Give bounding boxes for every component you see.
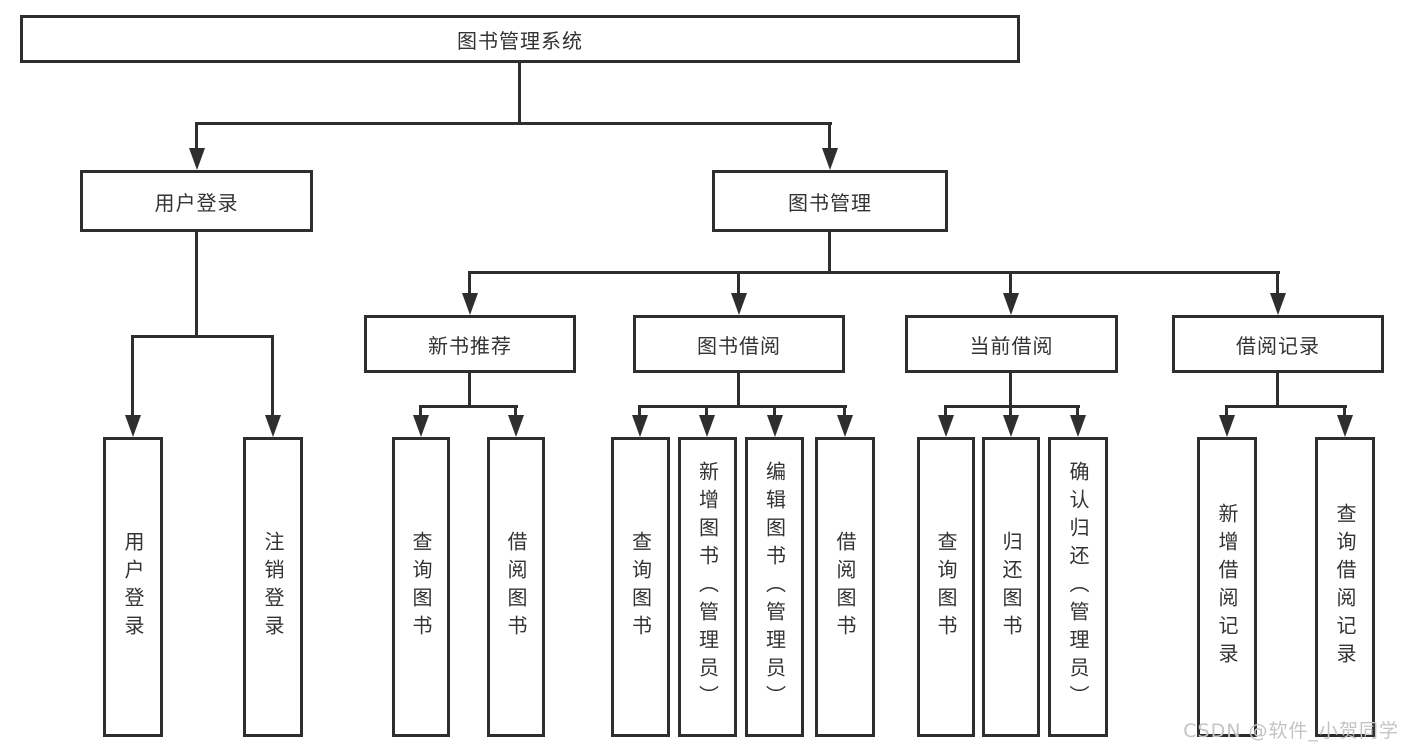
arrow-down-icon — [1003, 293, 1019, 315]
arrow-down-icon — [1219, 415, 1235, 437]
arrow-down-icon — [1003, 415, 1019, 437]
connector-line — [828, 122, 831, 150]
connector-line — [638, 405, 641, 419]
connector-line — [843, 405, 846, 419]
node-label: 图书借阅 — [697, 333, 781, 358]
connector-line — [944, 405, 947, 419]
leaf-borrow-edit-books-admin: 编辑图书（管理员） — [745, 437, 804, 737]
arrow-down-icon — [837, 415, 853, 437]
node-label: 用户登录 — [154, 190, 239, 215]
node-new-book-recommend: 新书推荐 — [364, 315, 576, 373]
node-label: 新增图书（管理员） — [695, 461, 720, 713]
connector-line — [468, 271, 471, 295]
connector-line — [1225, 405, 1347, 408]
leaf-records-add-record: 新增借阅记录 — [1197, 437, 1257, 737]
connector-line — [737, 271, 740, 295]
node-label: 确认归还（管理员） — [1066, 461, 1090, 713]
arrow-down-icon — [189, 148, 205, 170]
arrow-down-icon — [1070, 415, 1086, 437]
node-user-login: 用户登录 — [80, 170, 313, 232]
leaf-logout: 注销登录 — [243, 437, 303, 737]
arrow-down-icon — [413, 415, 429, 437]
connector-line — [773, 405, 776, 419]
connector-line — [944, 405, 1080, 408]
connector-line — [419, 405, 518, 408]
node-label: 查询图书 — [628, 531, 653, 643]
arrow-down-icon — [508, 415, 524, 437]
node-label: 新书推荐 — [428, 333, 512, 358]
connector-line — [1343, 405, 1346, 419]
leaf-current-confirm-return-admin: 确认归还（管理员） — [1048, 437, 1108, 737]
connector-line — [131, 335, 134, 417]
leaf-borrow-borrow-books: 借阅图书 — [815, 437, 875, 737]
arrow-down-icon — [731, 293, 747, 315]
connector-line — [468, 371, 471, 407]
connector-line — [196, 122, 832, 125]
leaf-user-login: 用户登录 — [103, 437, 163, 737]
connector-line — [737, 371, 740, 407]
csdn-watermark: CSDN @软件_小贺同学 — [1183, 720, 1399, 742]
node-book-borrowing: 图书借阅 — [633, 315, 845, 373]
connector-line — [1009, 271, 1012, 295]
connector-line — [419, 405, 422, 419]
arrow-down-icon — [1270, 293, 1286, 315]
arrow-down-icon — [699, 415, 715, 437]
arrow-down-icon — [767, 415, 783, 437]
connector-line — [1276, 371, 1279, 407]
node-label: 当前借阅 — [969, 333, 1054, 358]
leaf-current-return-books: 归还图书 — [982, 437, 1040, 737]
arrow-down-icon — [632, 415, 648, 437]
connector-line — [828, 232, 831, 273]
leaf-borrow-add-books-admin: 新增图书（管理员） — [678, 437, 737, 737]
arrow-down-icon — [265, 415, 281, 437]
connector-line — [1009, 371, 1012, 407]
connector-line — [1225, 405, 1228, 419]
connector-line — [195, 122, 198, 150]
leaf-newbook-query-books: 查询图书 — [392, 437, 450, 737]
arrow-down-icon — [1337, 415, 1353, 437]
node-label: 图书管理系统 — [457, 28, 583, 53]
node-book-management: 图书管理 — [712, 170, 948, 232]
leaf-current-query-books: 查询图书 — [917, 437, 975, 737]
connector-line — [468, 271, 1280, 274]
node-current-borrowing: 当前借阅 — [905, 315, 1118, 373]
node-label: 查询图书 — [934, 531, 958, 643]
node-label: 注销登录 — [261, 531, 285, 643]
connector-line — [1009, 405, 1012, 419]
node-label: 图书管理 — [788, 190, 872, 215]
node-label: 新增借阅记录 — [1215, 503, 1239, 671]
node-label: 查询借阅记录 — [1333, 503, 1357, 671]
connector-line — [195, 232, 198, 337]
node-label: 借阅记录 — [1236, 333, 1320, 358]
connector-line — [132, 335, 274, 338]
node-label: 归还图书 — [999, 531, 1023, 643]
node-label: 编辑图书（管理员） — [762, 461, 787, 713]
connector-line — [518, 63, 521, 123]
connector-line — [271, 335, 274, 417]
arrow-down-icon — [462, 293, 478, 315]
connector-line — [1076, 405, 1079, 419]
connector-line — [638, 405, 847, 408]
arrow-down-icon — [822, 148, 838, 170]
leaf-records-query-record: 查询借阅记录 — [1315, 437, 1375, 737]
node-label: 查询图书 — [409, 531, 433, 643]
connector-line — [514, 405, 517, 419]
node-root-system: 图书管理系统 — [20, 15, 1020, 63]
leaf-borrow-query-books: 查询图书 — [611, 437, 670, 737]
arrow-down-icon — [125, 415, 141, 437]
connector-line — [1276, 271, 1279, 295]
connector-line — [705, 405, 708, 419]
arrow-down-icon — [938, 415, 954, 437]
node-label: 借阅图书 — [833, 531, 857, 643]
node-borrow-records: 借阅记录 — [1172, 315, 1384, 373]
node-label: 用户登录 — [121, 531, 145, 643]
leaf-newbook-borrow-books: 借阅图书 — [487, 437, 545, 737]
node-label: 借阅图书 — [504, 531, 528, 643]
